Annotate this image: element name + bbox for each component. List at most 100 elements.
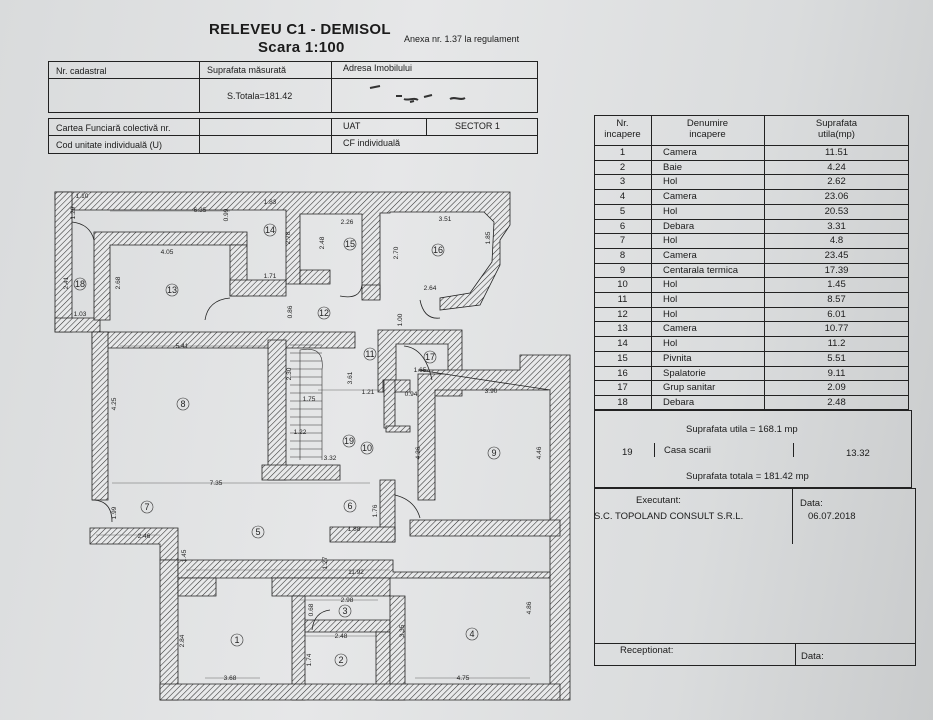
dimension-label: 1.76: [372, 504, 379, 517]
dimension-label: 2.78: [285, 231, 292, 244]
wall-segment: [271, 577, 391, 597]
cod-unitate-label: Cod unitate individuală (U): [56, 140, 163, 150]
surface-label: Suprafata măsurată: [207, 65, 287, 75]
room-nr: 4: [619, 191, 626, 203]
stair-outline: [299, 348, 323, 460]
room-nr: 18: [617, 396, 628, 408]
dimension-label: 1.88: [348, 526, 361, 533]
room-name: Camera: [663, 249, 697, 261]
room-number-circle: [423, 350, 437, 364]
dimension-label: 2.26: [341, 219, 354, 226]
room-number: 2: [338, 655, 343, 665]
stair-nr: 19: [622, 446, 633, 458]
room-number-circle: [342, 434, 356, 448]
room-number: 15: [345, 239, 355, 249]
room-nr: 11: [617, 294, 628, 305]
info-table-2: [48, 118, 538, 154]
scale-label: Scara 1:100: [258, 39, 345, 56]
room-name: Debara: [663, 396, 695, 408]
header-name: incapere: [689, 129, 726, 140]
wall-segment: [299, 269, 331, 285]
room-nr: 14: [617, 338, 628, 350]
room-number: 14: [265, 225, 275, 235]
room-area: 4.8: [829, 235, 844, 247]
wall-segment: [177, 577, 217, 597]
dimension-label: 4.75: [457, 675, 470, 682]
room-area: 23.45: [824, 249, 849, 261]
dimension-label: 0.86: [287, 305, 294, 318]
room-area: 11.51: [824, 147, 849, 158]
room-nr: 8: [619, 249, 626, 261]
dimension-label: 2.41: [63, 276, 70, 289]
address-label: Adresa Imobilului: [343, 63, 413, 73]
room-nr: 2: [619, 161, 626, 173]
door-swing: [91, 499, 113, 523]
wall-segment: [159, 559, 179, 701]
header-area: utila(mp): [818, 129, 855, 140]
dimension-label: 3.90: [485, 388, 498, 395]
room-number: 7: [144, 502, 149, 512]
room-area: 4.24: [827, 161, 846, 173]
dimension-label: 1.29: [70, 206, 77, 219]
room-area: 17.39: [824, 264, 849, 276]
wall-segment: [91, 331, 109, 501]
dimension-label: 0.94: [405, 391, 418, 398]
room-number-circle: [338, 604, 352, 618]
room-nr: 16: [617, 367, 628, 379]
room-name: Hol: [663, 205, 678, 217]
dimension-label: 1.00: [397, 313, 404, 326]
info-table-1: [48, 61, 538, 113]
header-area: Suprafata: [815, 118, 858, 129]
dimension-label: 3.68: [224, 675, 237, 682]
room-name: Hol: [663, 338, 678, 350]
room-number: 3: [342, 606, 347, 616]
room-number-circle: [343, 499, 357, 513]
room-number: 18: [75, 279, 85, 289]
wall-segment: [383, 379, 396, 429]
wall-segment: [54, 317, 101, 333]
room-number: 16: [433, 245, 443, 255]
wall-segment: [385, 425, 411, 433]
dimension-label: 1.71: [264, 273, 277, 280]
header-name: Denumire: [686, 118, 729, 129]
room-nr: 9: [619, 264, 626, 276]
room-nr: 3: [619, 176, 626, 188]
carte-funciara-label: Cartea Funciară colectivă nr.: [56, 123, 171, 133]
executant-label: Executant:: [636, 495, 681, 506]
room-nr: 13: [617, 323, 628, 335]
dimension-label: 2.46: [138, 533, 151, 540]
header-nr: incapere: [604, 129, 641, 140]
room-name: Pivnita: [663, 352, 692, 364]
wall-segment: [93, 231, 248, 321]
room-number: 17: [425, 352, 435, 362]
dimension-label: 0.68: [308, 603, 315, 616]
room-number: 9: [491, 448, 496, 458]
dimension-label: 5.41: [176, 343, 189, 350]
room-area: 10.77: [824, 323, 849, 335]
dimension-label: 1.27: [322, 556, 329, 569]
sector-label: SECTOR 1: [455, 121, 500, 131]
dimension-label: 2.98: [341, 597, 354, 604]
room-number: 8: [180, 399, 185, 409]
dimension-label: 2.48: [335, 633, 348, 640]
stair-name: Casa scarii: [664, 444, 711, 456]
uat-label: UAT: [343, 121, 361, 131]
wall-segment: [361, 284, 381, 301]
room-name: Hol: [663, 294, 678, 305]
dimension-label: 4.46: [536, 446, 543, 459]
room-nr: 15: [617, 352, 628, 364]
room-area: 11.2: [827, 338, 846, 350]
room-nr: 1: [619, 147, 626, 158]
dimension-label: 1.74: [306, 653, 313, 666]
room-name: Centarala termica: [663, 264, 738, 276]
door-swing: [71, 221, 95, 241]
dimension-label: 4.36: [415, 446, 422, 459]
room-nr: 5: [619, 205, 626, 217]
wall-segment: [261, 464, 341, 481]
room-number: 12: [319, 308, 329, 318]
wall-segment: [304, 619, 391, 633]
room-area: 9.11: [827, 367, 846, 379]
room-number: 19: [344, 436, 354, 446]
